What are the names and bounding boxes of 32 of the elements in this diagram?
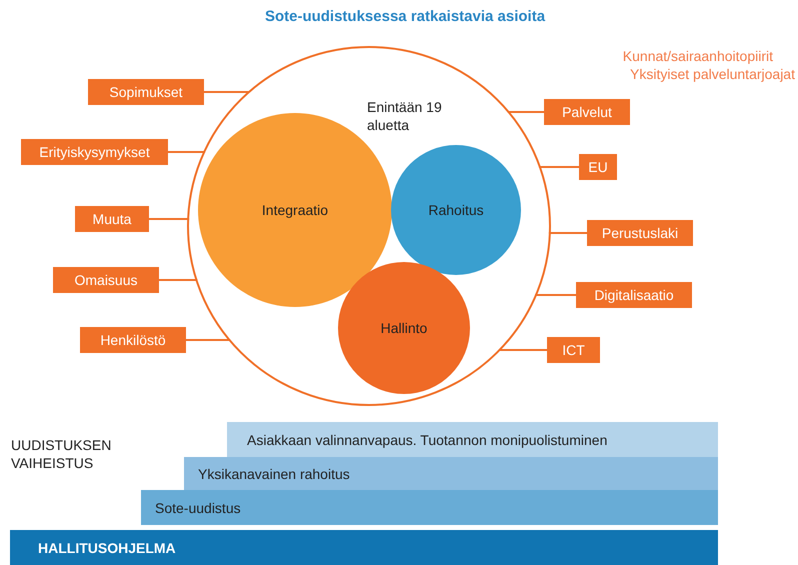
connector-line bbox=[204, 91, 250, 93]
topic-tag: Sopimukset bbox=[88, 79, 204, 105]
topic-circle: Hallinto bbox=[338, 262, 470, 394]
diagram-title: Sote-uudistuksessa ratkaistavia asioita bbox=[264, 8, 546, 25]
connector-line bbox=[498, 349, 547, 351]
topic-tag: Muuta bbox=[75, 206, 149, 232]
outer-circle bbox=[187, 46, 551, 406]
phase-bar: Asiakkaan valinnanvapaus. Tuotannon monipuolistuminen bbox=[227, 422, 718, 457]
phase-bar: Sote-uudistus bbox=[141, 490, 718, 525]
connector-line bbox=[149, 218, 190, 220]
connector-line bbox=[535, 294, 576, 296]
connector-line bbox=[186, 339, 230, 341]
phase-bar: HALLITUSOHJELMA bbox=[10, 530, 718, 565]
connector-line bbox=[508, 111, 544, 113]
connector-line bbox=[159, 279, 198, 281]
topic-tag: Perustuslaki bbox=[587, 220, 693, 246]
topic-circle: Rahoitus bbox=[391, 145, 521, 275]
topic-tag: Palvelut bbox=[544, 99, 630, 125]
connector-line bbox=[548, 232, 587, 234]
topic-tag: Digitalisaatio bbox=[576, 282, 692, 308]
phase-heading: UUDISTUKSEN VAIHEISTUS bbox=[11, 436, 112, 472]
topic-tag: Henkilöstö bbox=[80, 327, 186, 353]
topic-tag: ICT bbox=[547, 337, 600, 363]
phase-bar: Yksikanavainen rahoitus bbox=[184, 457, 718, 490]
topic-tag: Erityiskysymykset bbox=[21, 139, 168, 165]
stakeholder-note: Yksityiset palveluntarjoajat bbox=[629, 65, 795, 83]
connector-line bbox=[538, 166, 579, 168]
region-count-text: Enintään 19 aluetta bbox=[367, 98, 443, 134]
connector-line bbox=[168, 151, 206, 153]
stakeholder-note: Kunnat/sairaanhoitopiirit bbox=[622, 47, 773, 65]
topic-tag: EU bbox=[579, 154, 617, 180]
topic-tag: Omaisuus bbox=[53, 267, 159, 293]
